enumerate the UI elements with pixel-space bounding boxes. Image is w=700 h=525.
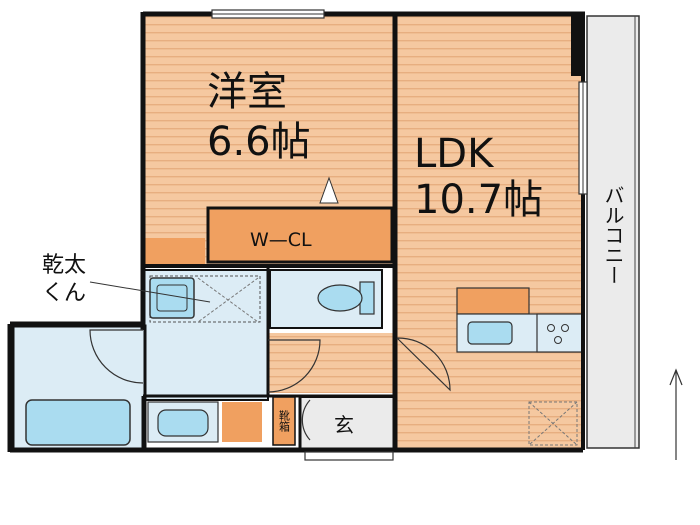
western-room-name: 洋室 (207, 69, 287, 115)
washroom-door-swing (267, 339, 321, 393)
ldk-floor (397, 16, 581, 450)
closet-side (143, 238, 205, 264)
toilet-bowl (317, 284, 363, 312)
entrance-door (304, 451, 394, 461)
north-arrow-icon (669, 368, 683, 460)
ldk-size: 10.7帖 (414, 177, 543, 223)
entrance-floor (299, 396, 396, 451)
closet (206, 206, 394, 264)
kitchen-upper-counter (456, 287, 530, 315)
balcony (586, 15, 640, 449)
bathtub (25, 399, 131, 446)
hallway-floor (268, 333, 397, 393)
bath-door-swing (89, 329, 144, 384)
dryer-label-line2: くん (42, 281, 86, 306)
shoe-cabinet-label: 靴箱 (278, 409, 291, 433)
dryer-label-line1: 乾太 (42, 253, 86, 278)
closet-door-marker (319, 176, 339, 204)
entrance-door-swing (301, 399, 311, 441)
ldk-name: LDK (414, 131, 495, 177)
ldk-door-swing (396, 337, 451, 392)
dryer-leader-line (89, 281, 211, 303)
stove (536, 313, 583, 353)
closet-label: W—CL (250, 229, 312, 251)
entrance-label: 玄 (334, 413, 354, 437)
kitchen-sink (467, 321, 513, 345)
fridge-space (528, 401, 578, 446)
vanity-basin (157, 409, 209, 437)
balcony-label: バルコニー (601, 185, 625, 285)
western-room-size: 6.6帖 (207, 119, 311, 165)
vanity-cabinet (222, 402, 262, 442)
